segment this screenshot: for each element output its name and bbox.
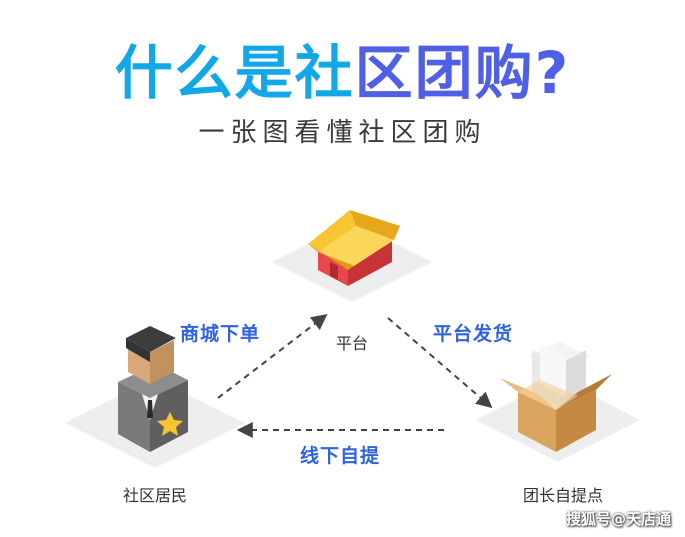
title-part-1: 什么是社 <box>114 39 355 107</box>
pickup-point-label: 团长自提点 <box>522 486 603 505</box>
platform-label: 平台 <box>335 334 368 353</box>
title-part-2: 区团购? <box>354 39 571 107</box>
residents-node <box>65 326 245 468</box>
edge-label-order: 商城下单 <box>180 323 261 345</box>
resident-person-icon <box>118 326 188 452</box>
edge-label-ship: 平台发货 <box>433 323 514 345</box>
platform-node <box>272 210 432 302</box>
edge-label-self-pickup: 线下自提 <box>300 445 381 467</box>
arrow-residents-to-platform <box>217 314 328 399</box>
star-badge-icon <box>157 412 183 436</box>
arrow-platform-to-pickup <box>387 317 493 409</box>
watermark: 搜狐号@天店通 <box>565 510 671 528</box>
residents-label: 社区居民 <box>122 486 187 505</box>
parcel-box-icon <box>500 342 612 452</box>
page-title: 什么是社区团购? <box>0 38 685 108</box>
page-subtitle: 一张图看懂社区团购 <box>198 118 487 148</box>
pickup-point-node <box>476 342 640 462</box>
house-icon <box>308 210 400 286</box>
